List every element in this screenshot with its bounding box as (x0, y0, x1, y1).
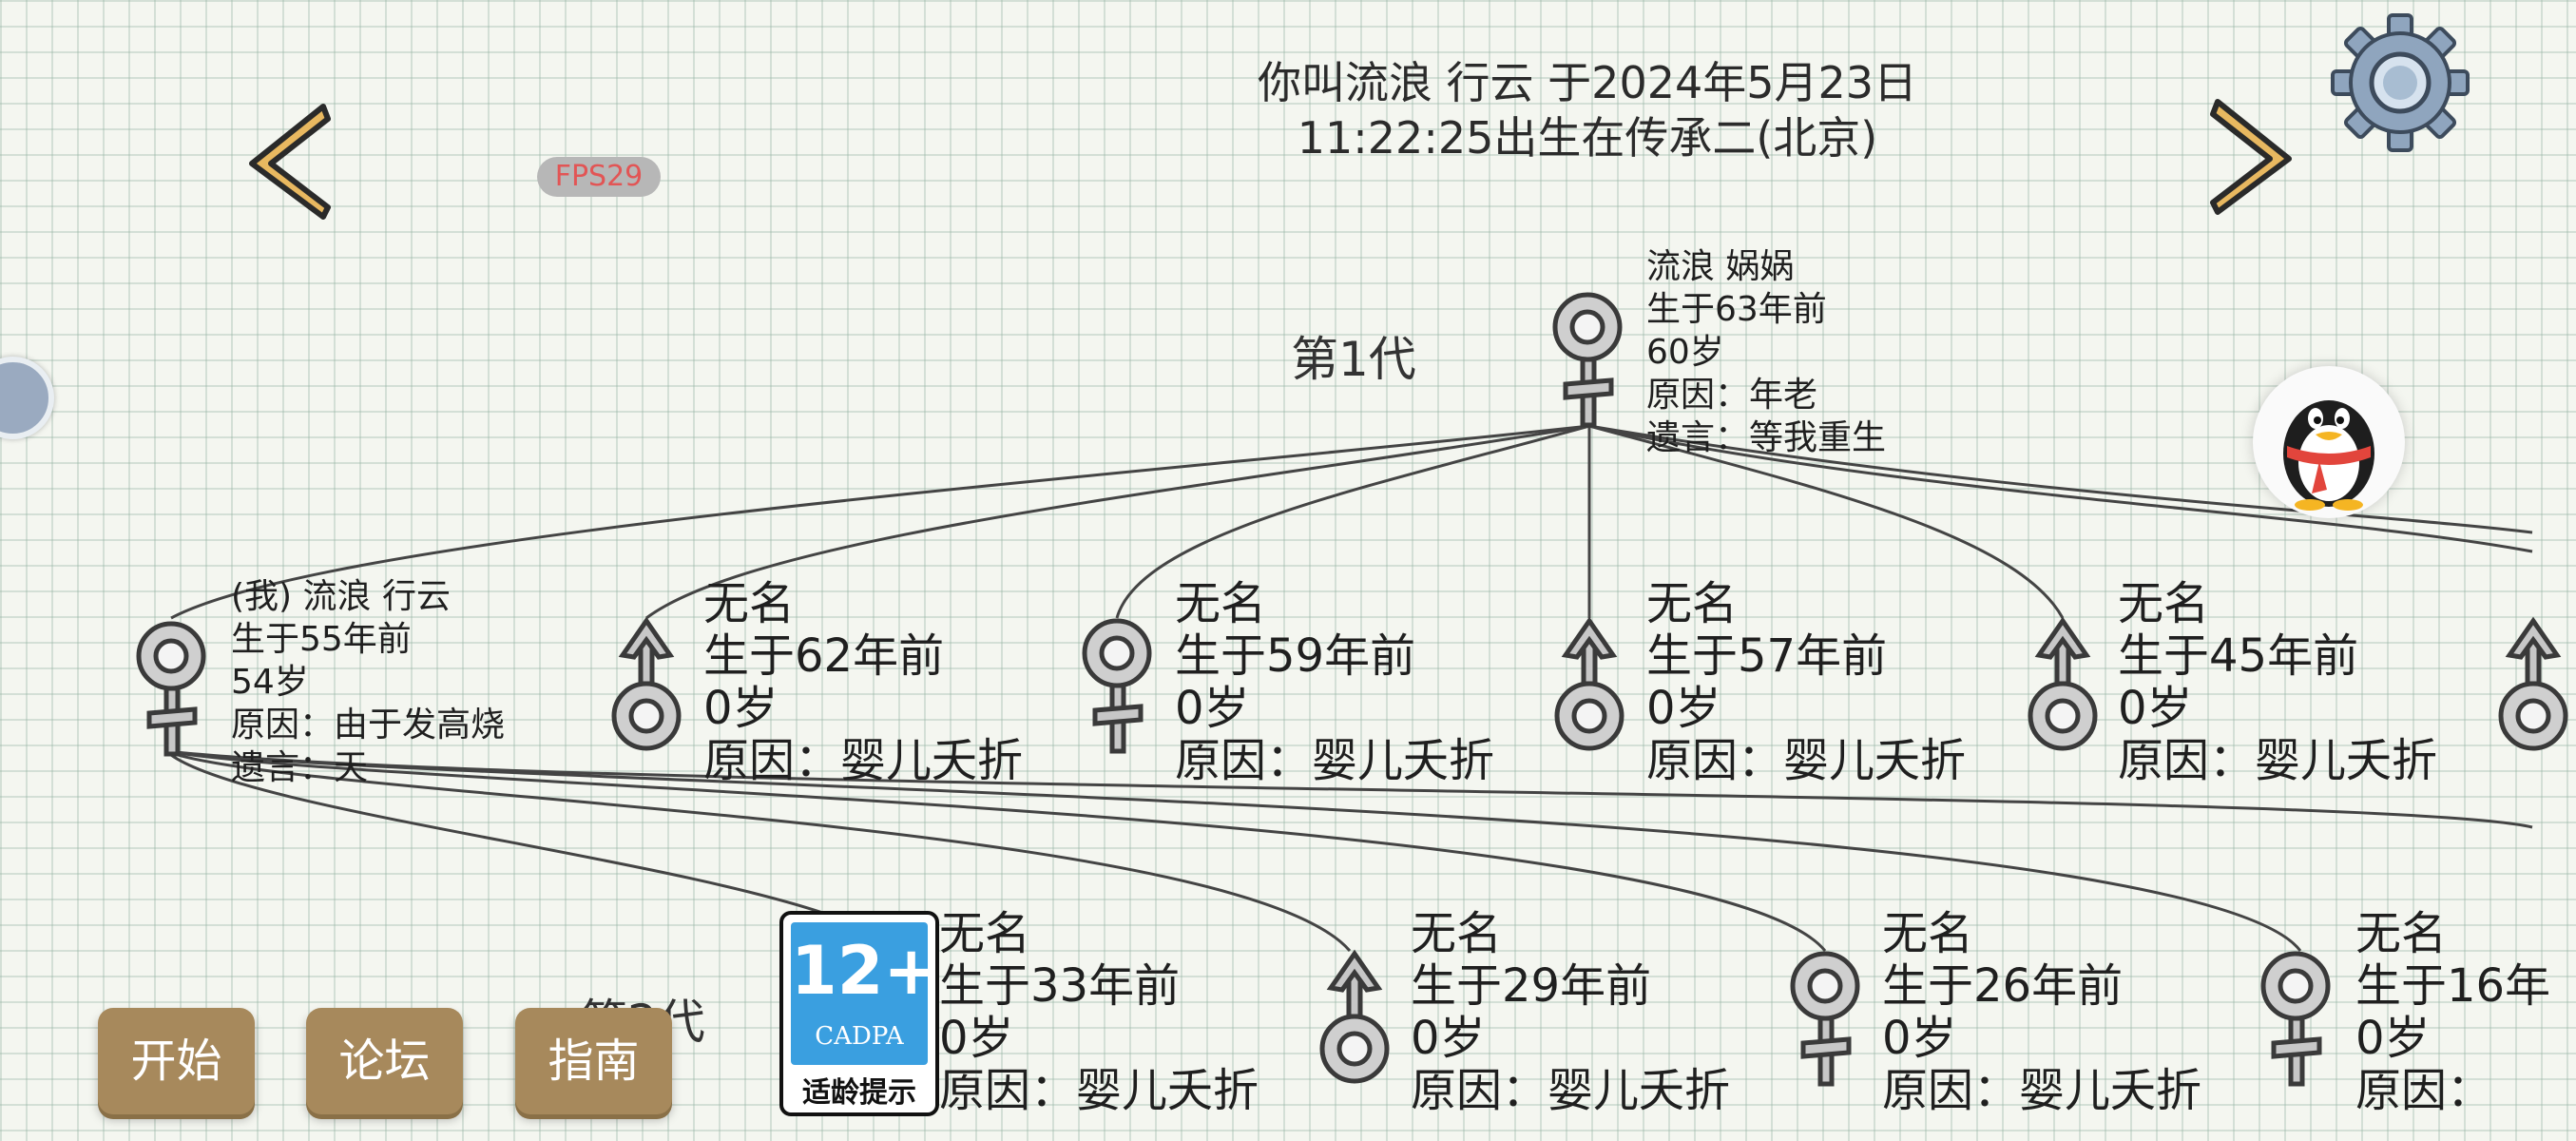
person-name: 无名 (1411, 907, 1503, 960)
person-born: 生于26年前 (1882, 959, 2124, 1013)
person-age: 0岁 (703, 682, 779, 735)
person-age: 0岁 (1646, 682, 1721, 735)
male-symbol-icon[interactable] (1312, 946, 1397, 1089)
female-symbol-icon[interactable] (1782, 946, 1868, 1089)
person-born: 生于33年前 (939, 959, 1181, 1013)
person-name: 流浪 娲娲 (1646, 247, 1795, 286)
male-symbol-icon[interactable] (2020, 613, 2105, 756)
sibling-info: 无名 生于62年前 0岁 原因：婴儿夭折 (703, 578, 1023, 787)
person-born: 生于55年前 (231, 620, 412, 659)
person-last-words: 遗言：等我重生 (1646, 418, 1887, 457)
person-age: 0岁 (2355, 1012, 2431, 1065)
person-last-words: 遗言：天 (231, 748, 369, 787)
person-name: 无名 (2118, 577, 2210, 630)
fps-counter: FPS29 (537, 157, 661, 197)
female-symbol-icon[interactable] (128, 616, 214, 759)
person-cause: 原因：年老 (1646, 376, 1818, 415)
side-drawer-tab[interactable] (0, 357, 54, 439)
root-ancestor-info: 流浪 娲娲 生于63年前 60岁 原因：年老 遗言：等我重生 (1646, 245, 1886, 459)
person-born: 生于63年前 (1646, 290, 1827, 329)
start-button[interactable]: 开始 (98, 1008, 255, 1114)
person-cause: 原因：婴儿夭折 (703, 734, 1024, 787)
rating-org: CADPA (815, 1022, 904, 1051)
settings-button[interactable] (2329, 11, 2471, 154)
person-born: 生于45年前 (2118, 629, 2359, 683)
person-name: 无名 (939, 907, 1031, 960)
forum-button[interactable]: 论坛 (306, 1008, 463, 1114)
age-rating: 12+ (791, 932, 940, 1010)
guide-button[interactable]: 指南 (515, 1008, 672, 1114)
birth-announcement: 你叫流浪 行云 于2024年5月23日 11:22:25出生在传承二(北京) (1112, 55, 2063, 165)
male-symbol-icon[interactable] (604, 613, 689, 756)
person-cause: 原因：婴儿夭折 (1882, 1064, 2202, 1117)
female-symbol-icon[interactable] (1545, 287, 1630, 430)
female-symbol-icon[interactable] (1074, 613, 1160, 756)
announcement-line-2: 11:22:25出生在传承二(北京) (1297, 112, 1878, 164)
person-cause: 原因：婴儿夭折 (939, 1064, 1259, 1117)
person-age: 54岁 (231, 663, 309, 702)
male-symbol-icon[interactable] (2490, 613, 2576, 756)
child-info: 无名 生于26年前 0岁 原因：婴儿夭折 (1882, 908, 2201, 1117)
person-name: (我) 流浪 行云 (231, 577, 451, 616)
person-name: 无名 (2355, 907, 2448, 960)
person-cause: 原因： (2355, 1064, 2493, 1117)
gear-icon (2331, 13, 2470, 152)
cadpa-age-rating-badge: 12+ CADPA 适龄提示 (779, 911, 939, 1116)
person-cause: 原因：婴儿夭折 (1411, 1064, 1731, 1117)
male-symbol-icon[interactable] (1547, 613, 1632, 756)
person-born: 生于59年前 (1175, 629, 1416, 683)
age-tip: 适龄提示 (802, 1076, 916, 1110)
person-cause: 原因：婴儿夭折 (1175, 734, 1495, 787)
penguin-icon (2283, 400, 2374, 511)
chevron-right-icon (2210, 99, 2292, 215)
person-age: 60岁 (1646, 333, 1724, 372)
person-age: 0岁 (939, 1012, 1014, 1065)
person-age: 0岁 (2118, 682, 2193, 735)
qq-share-button[interactable] (2253, 366, 2405, 518)
person-name: 无名 (703, 577, 796, 630)
sibling-info: 无名 生于45年前 0岁 原因：婴儿夭折 (2118, 578, 2437, 787)
person-name: 无名 (1646, 577, 1739, 630)
child-info: 无名 生于33年前 0岁 原因：婴儿夭折 (939, 908, 1259, 1117)
person-age: 0岁 (1175, 682, 1250, 735)
person-born: 生于29年前 (1411, 959, 1652, 1013)
person-name: 无名 (1882, 907, 1974, 960)
person-born: 生于62年前 (703, 629, 945, 683)
sibling-info: 无名 生于59年前 0岁 原因：婴儿夭折 (1175, 578, 1494, 787)
child-info: 无名 生于29年前 0岁 原因：婴儿夭折 (1411, 908, 1730, 1117)
self-info: (我) 流浪 行云 生于55年前 54岁 原因：由于发高烧 遗言：天 (231, 575, 505, 789)
generation-1-label: 第1代 (1291, 332, 1416, 387)
person-born: 生于57年前 (1646, 629, 1888, 683)
person-name: 无名 (1175, 577, 1267, 630)
person-cause: 原因：由于发高烧 (231, 706, 506, 745)
sibling-info: 无名 生于57年前 0岁 原因：婴儿夭折 (1646, 578, 1966, 787)
person-age: 0岁 (1882, 1012, 1957, 1065)
person-cause: 原因：婴儿夭折 (2118, 734, 2438, 787)
child-info: 无名 生于16年 0岁 原因： (2355, 908, 2550, 1117)
announcement-line-1: 你叫流浪 行云 于2024年5月23日 (1257, 57, 1918, 108)
person-born: 生于16年 (2355, 959, 2551, 1013)
chevron-left-icon (249, 104, 331, 220)
next-arrow-button[interactable] (2203, 90, 2308, 233)
person-age: 0岁 (1411, 1012, 1486, 1065)
person-cause: 原因：婴儿夭折 (1646, 734, 1967, 787)
prev-arrow-button[interactable] (233, 95, 337, 238)
female-symbol-icon[interactable] (2253, 946, 2338, 1089)
